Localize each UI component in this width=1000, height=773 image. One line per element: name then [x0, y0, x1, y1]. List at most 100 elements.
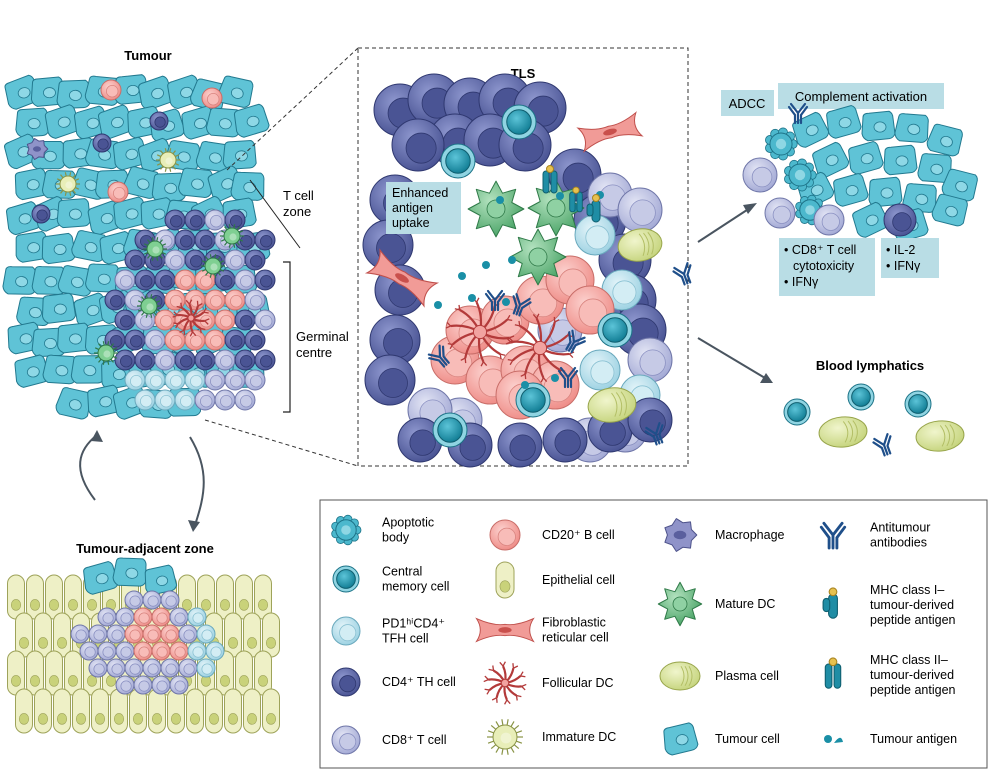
antibody	[872, 433, 892, 457]
antibody	[644, 422, 664, 446]
immature-dc-icon	[487, 719, 523, 755]
pd1-cd4-tfh-cell-icon	[331, 616, 361, 646]
mature-dc-icon	[657, 581, 703, 627]
mature-dc	[509, 228, 567, 286]
cd20-b-cell	[107, 181, 129, 203]
cd4-th-cell	[391, 118, 445, 172]
mhc-class-ii-icon	[824, 657, 842, 689]
zoom-line-bottom	[204, 419, 359, 467]
cd8-t-cell	[234, 269, 256, 291]
cd20-b-cell	[184, 329, 206, 351]
cd4-th-cell	[254, 349, 276, 371]
cd8-t-cell	[115, 641, 135, 661]
tumour-cell	[178, 167, 213, 198]
legend-label: CD20⁺ B cell	[542, 528, 615, 542]
cd8-t-cell	[144, 329, 166, 351]
tumour-adjacent-section: Tumour-adjacent zone	[7, 541, 280, 734]
cd20-b-cell	[201, 87, 223, 109]
fibroblastic-reticular-cell-icon	[475, 617, 535, 643]
tumour-cell	[44, 104, 81, 139]
cd4-th-cell	[331, 667, 361, 697]
cd4-th-cell	[114, 309, 136, 331]
epithelial-cell	[243, 688, 261, 734]
cd4-th-cell	[369, 314, 421, 366]
legend-icons	[331, 514, 847, 756]
mhc-class-ii	[569, 186, 583, 213]
tumour-section: Tumour T cell zone Germinal centre	[2, 47, 359, 467]
epithelial-cell	[64, 574, 82, 620]
mature-dc	[467, 180, 525, 238]
cd4-th-cell	[883, 203, 917, 237]
cd4-th-cell	[114, 349, 136, 371]
antibody	[787, 102, 809, 125]
il2-box	[881, 238, 939, 278]
mature-dc-small	[137, 294, 161, 318]
cd20-b-cell	[164, 329, 186, 351]
epithelial-cell	[254, 574, 272, 620]
tumour-cell	[852, 201, 890, 238]
cd4-th-cell	[224, 329, 246, 351]
enhanced-antigen-line2: antigen	[392, 201, 433, 215]
epithelial-cell	[262, 688, 280, 734]
cd8-t-cell	[88, 624, 108, 644]
central-memory-cell	[597, 312, 633, 348]
epithelial-cell	[167, 688, 185, 734]
pd1-cd4-tfh-cell	[154, 389, 176, 411]
tumour-cell	[144, 564, 178, 596]
cd8-t-cell	[244, 369, 266, 391]
cd20-b-cell	[174, 269, 196, 291]
cd4-th-cell	[184, 249, 206, 271]
cd8-t-cell	[70, 624, 90, 644]
plasma-cell-icon	[659, 661, 701, 691]
central-memory-cell	[847, 383, 875, 411]
mature-dc-small	[143, 237, 167, 261]
epithelial-cell	[15, 612, 33, 658]
enhanced-antigen-line3: uptake	[392, 216, 430, 230]
cd4-th-cell	[31, 204, 51, 224]
cd20-b-cell	[169, 641, 189, 661]
epithelial-cell	[129, 688, 147, 734]
cd8-t-cell	[115, 675, 135, 695]
epithelial-cell	[64, 650, 82, 696]
tumour-cell	[41, 232, 76, 265]
central-memory-cell-icon	[332, 565, 360, 593]
cd8-t-cell	[194, 389, 216, 411]
antibody	[557, 366, 579, 389]
cd8-t-cell	[178, 658, 198, 678]
legend-label: body	[382, 531, 410, 545]
legend-label: Antitumour	[870, 521, 930, 535]
cd4-th-cell	[244, 329, 266, 351]
tumour-cell	[883, 144, 918, 176]
legend-label: tumour-derived	[870, 668, 954, 682]
tumour-adjacent-title: Tumour-adjacent zone	[76, 541, 214, 556]
pd1-cd4-tfh-cell	[164, 369, 186, 391]
cd8-box-line1: • CD8⁺ T cell	[784, 243, 856, 257]
cd4-th-cell	[364, 354, 416, 406]
tumour-cell	[848, 141, 884, 175]
adcc-label: ADCC	[729, 96, 766, 111]
legend-label: memory cell	[382, 580, 449, 594]
arrow-down	[189, 436, 205, 526]
cd4-th-cell	[254, 269, 276, 291]
cd8-t-cell	[106, 624, 126, 644]
cd8-t-cell	[160, 590, 180, 610]
cd4-th-cell	[184, 209, 206, 231]
cd8-t-cell	[79, 641, 99, 661]
mature-dc-small	[201, 254, 225, 278]
pd1-cd4-tfh-cell	[196, 624, 216, 644]
tumour-cell	[931, 193, 968, 227]
tumour-cell	[222, 140, 257, 170]
tumour-antigen-icon	[824, 735, 843, 743]
cd8-t-cell	[234, 389, 256, 411]
cd20-b-cell	[194, 269, 216, 291]
tumour-antigen	[551, 374, 559, 382]
cd8-t-cell	[224, 369, 246, 391]
cd20-b-cell-icon	[489, 519, 521, 551]
mhc-class-i	[822, 587, 838, 619]
tumour-cell	[230, 171, 265, 201]
antibody	[819, 521, 847, 550]
epithelial-cell	[45, 650, 63, 696]
tumour-cell	[85, 263, 120, 293]
tumour-cell	[42, 354, 77, 385]
